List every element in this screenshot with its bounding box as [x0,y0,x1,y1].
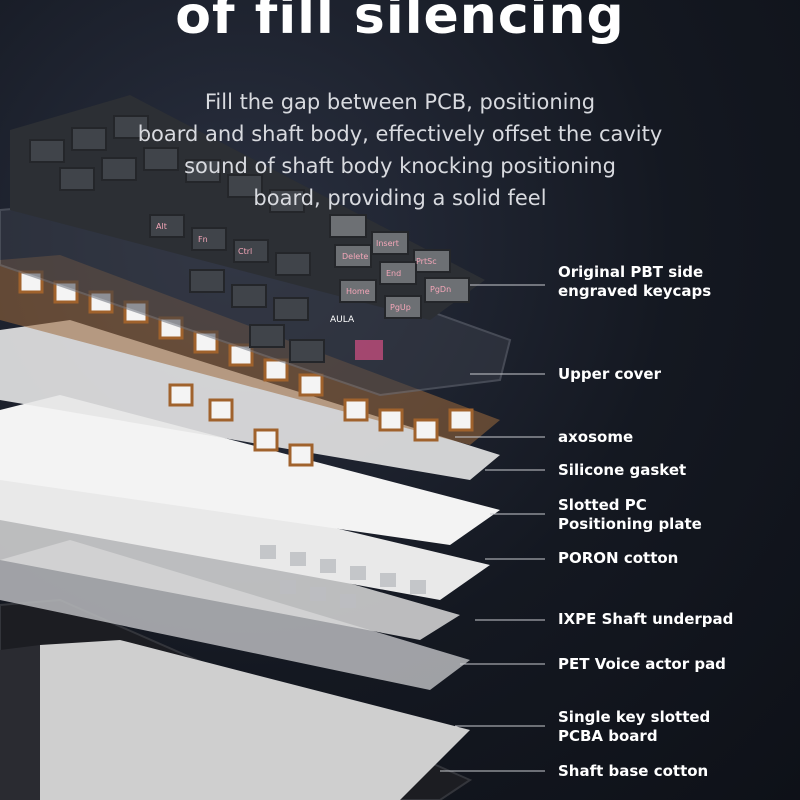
label-ixpe-underpad: IXPE Shaft underpad [558,610,733,629]
label-shaft-base-cotton: Shaft base cotton [558,762,708,781]
keycap-legend-fn: Fn [198,235,208,244]
label-upper-cover: Upper cover [558,365,661,384]
keycap-layer: Alt Fn Ctrl Delete End PgDn Home PgUp In… [10,95,485,363]
positioning-plate-layer [0,395,500,545]
label-line: Single key slotted [558,708,711,726]
label-line: Silicone gasket [558,461,687,479]
rgb-display-strip [355,340,383,360]
keycap-legend-prtsc: PrtSc [416,257,437,266]
brand-logo-text: AULA [330,315,355,325]
description-text: Fill the gap between PCB, positioning bo… [90,86,710,214]
label-silicone-gasket: Silicone gasket [558,461,686,480]
keycap-legend-ctrl: Ctrl [238,247,252,256]
label-line: Upper cover [558,365,661,383]
label-line: IXPE Shaft underpad [558,610,734,628]
label-pet-pad: PET Voice actor pad [558,655,726,674]
keycap-legend-pgdn: PgDn [430,285,451,294]
description-line: Fill the gap between PCB, positioning [204,90,596,114]
label-positioning-plate: Slotted PC Positioning plate [558,496,702,534]
label-axosome: axosome [558,428,633,447]
description-line: board, providing a solid feel [253,186,547,210]
label-line: Shaft base cotton [558,762,709,780]
description-line: sound of shaft body knocking positioning [184,154,616,178]
keycap-legend-home: Home [346,287,370,296]
label-line: Slotted PC [558,496,647,514]
label-pcba-board: Single key slotted PCBA board [558,708,710,746]
label-line: Positioning plate [558,515,702,533]
label-keycaps: Original PBT side engraved keycaps [558,263,711,301]
label-line: PORON cotton [558,549,679,567]
label-line: axosome [558,428,634,446]
label-line: Original PBT side [558,263,704,281]
keycap-legend-insert: Insert [376,239,399,248]
pcba-board-edge [0,645,40,800]
pcba-board-layer [40,640,470,800]
keycap-legend-end: End [386,269,401,278]
keycap-legend-delete: Delete [342,252,368,261]
callout-lines [440,284,545,772]
keycap-legend-pgup: PgUp [390,303,411,312]
keycap-legend-alt: Alt [156,222,167,231]
headline: of fill silencing [175,0,625,46]
silicone-gasket-layer [0,320,500,480]
description-line: board and shaft body, effectively offset… [137,122,663,146]
label-line: PET Voice actor pad [558,655,726,673]
label-line: engraved keycaps [558,282,712,300]
label-line: PCBA board [558,727,658,745]
label-poron-cotton: PORON cotton [558,549,678,568]
plate-slot-pattern [260,545,426,608]
